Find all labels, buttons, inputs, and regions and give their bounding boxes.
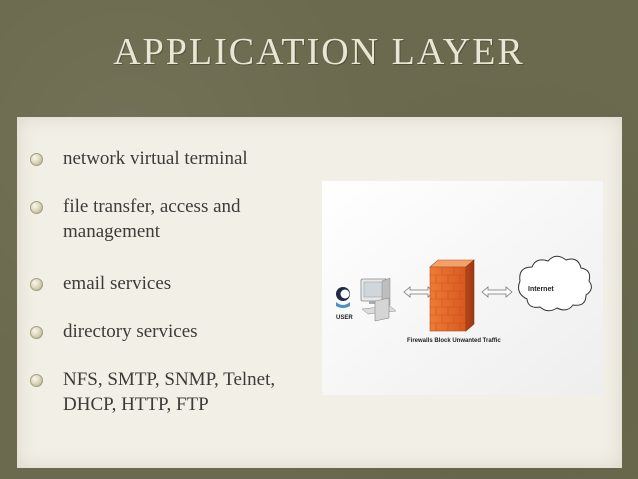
double-arrow-icon: [481, 286, 513, 298]
bullet-text: network virtual terminal: [63, 148, 248, 169]
bullet-text: file transfer, access and management: [63, 196, 241, 242]
bullet-text: directory services: [63, 321, 198, 342]
internet-label: Internet: [528, 286, 554, 293]
diagram-graphic: [322, 181, 603, 395]
user-label: USER: [336, 315, 353, 321]
cloud-icon: [518, 255, 592, 312]
bullet-text: email services: [63, 273, 172, 294]
bullet-text: NFS, SMTP, SNMP, Telnet, DHCP, HTTP, FTP: [63, 369, 276, 415]
bullet-icon: [30, 374, 43, 387]
bullet-item: directory services: [26, 319, 326, 344]
bullet-icon: [30, 278, 43, 291]
bullet-icon: [30, 153, 43, 166]
bullet-item: network virtual terminal: [26, 146, 326, 171]
firewall-caption: Firewalls Block Unwanted Traffic: [407, 338, 501, 344]
user-icon: [336, 287, 350, 308]
computer-icon: [360, 277, 397, 322]
bullet-icon: [30, 201, 43, 214]
bullet-list: network virtual terminal file transfer, …: [26, 146, 326, 417]
slide-title: APPLICATION LAYER: [113, 31, 525, 73]
bullet-item: NFS, SMTP, SNMP, Telnet, DHCP, HTTP, FTP: [26, 367, 326, 417]
firewall-diagram: USER Firewalls Block Unwanted Traffic In…: [322, 181, 603, 395]
bullet-icon: [30, 326, 43, 339]
firewall-icon: [429, 259, 475, 332]
bullet-item: file transfer, access and management: [26, 194, 326, 244]
bullet-item: email services: [26, 271, 326, 296]
